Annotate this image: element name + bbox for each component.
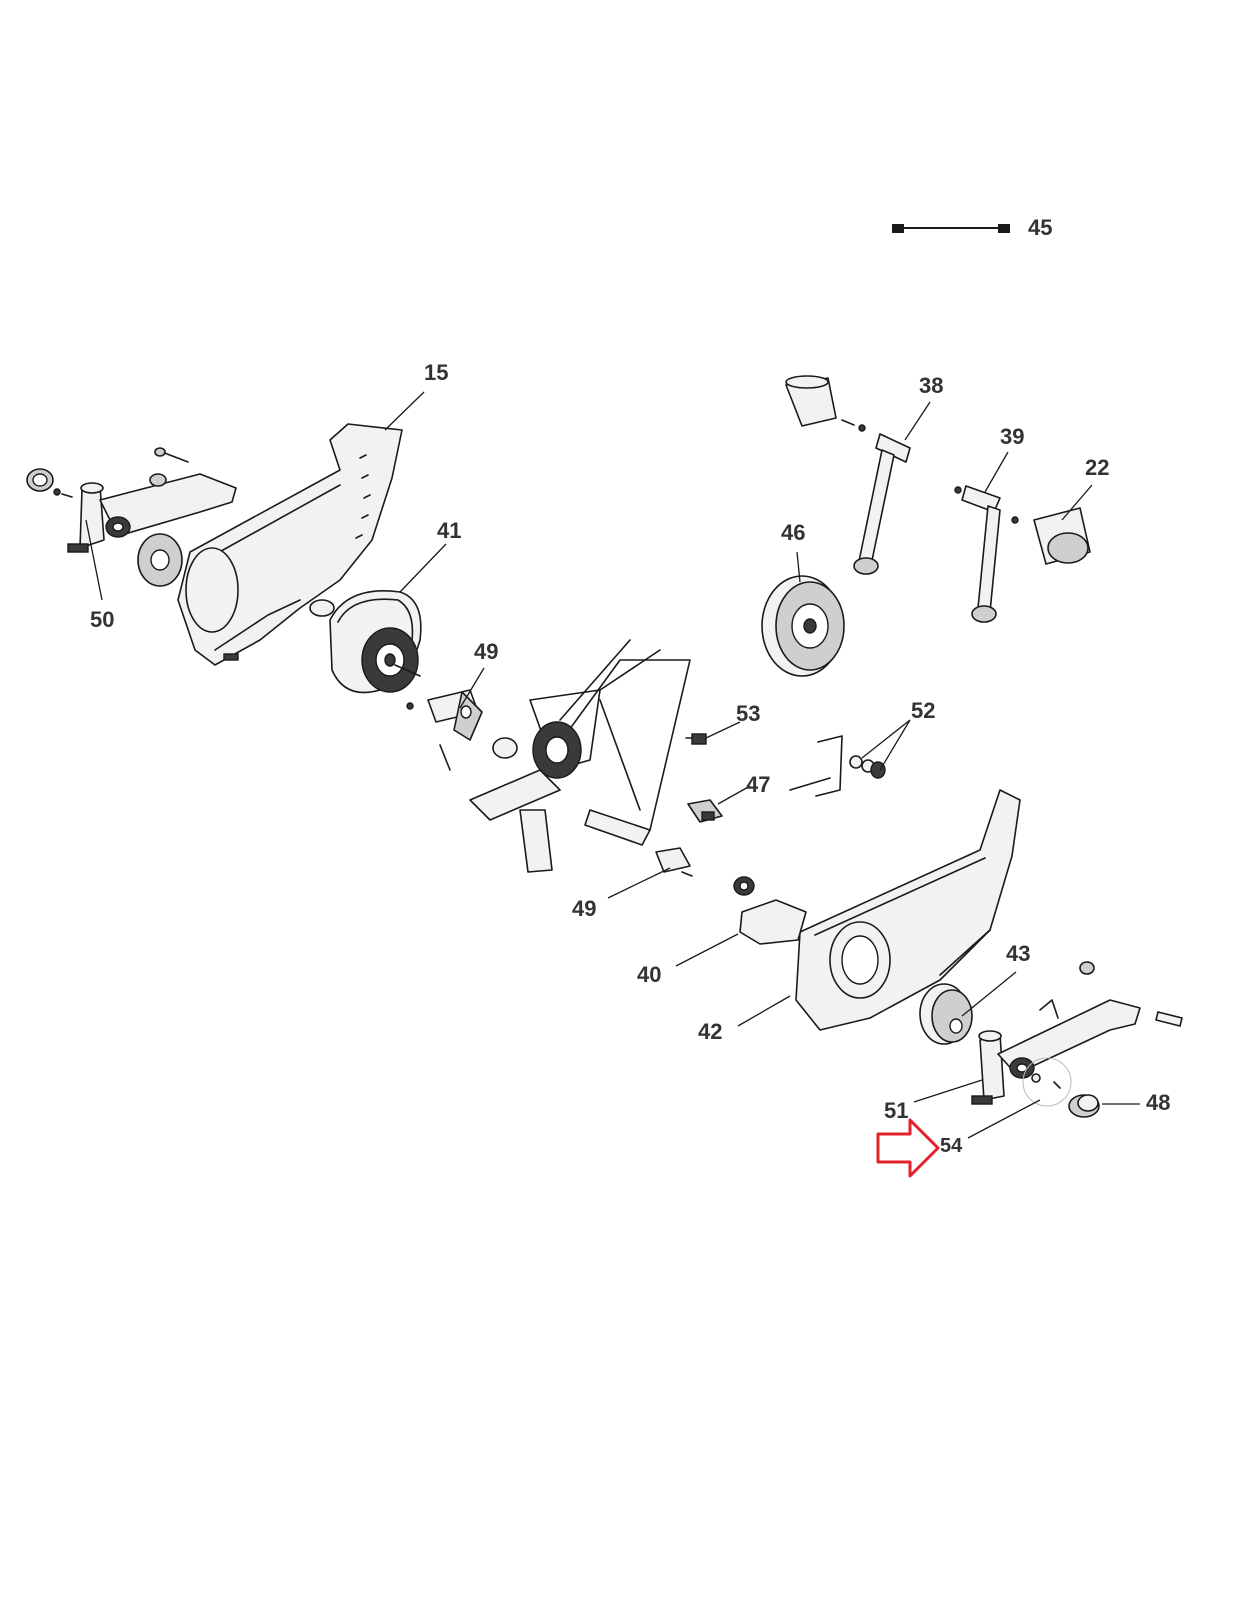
label-part-22: 22 — [1085, 455, 1110, 480]
label-part-39: 39 — [1000, 424, 1025, 449]
part-52-idler-bracket — [789, 735, 886, 797]
label-part-52: 52 — [911, 698, 936, 723]
part-46-flywheel — [761, 575, 845, 677]
label-part-49-lower: 49 — [572, 896, 597, 921]
label-part-51: 51 — [884, 1098, 909, 1123]
label-part-46: 46 — [781, 520, 806, 545]
part-53-small-bracket — [685, 733, 707, 745]
label-part-40: 40 — [637, 962, 662, 987]
label-part-41: 41 — [437, 518, 462, 543]
part-43-right-pulley — [919, 983, 973, 1045]
part-45-cable — [892, 224, 1010, 233]
part-47-sensor — [687, 799, 723, 823]
part-39-rocker-arm — [954, 485, 1019, 623]
part-48-end-cap — [1068, 1094, 1100, 1118]
part-49-axle-lower — [655, 847, 693, 877]
main-frame — [469, 639, 691, 873]
label-part-45: 45 — [1028, 215, 1053, 240]
part-54-detail — [1022, 1057, 1072, 1107]
part-49-axle-upper — [406, 689, 483, 771]
label-part-43: 43 — [1006, 941, 1031, 966]
part-41-belt-and-pulley — [329, 590, 422, 694]
label-part-42: 42 — [698, 1019, 723, 1044]
label-part-15: 15 — [424, 360, 449, 385]
part-50-left-pedal-arm — [26, 447, 237, 553]
highlight-arrow-icon — [876, 1118, 940, 1178]
label-part-54: 54 — [940, 1135, 963, 1157]
label-part-53: 53 — [736, 701, 761, 726]
part-40-mounting-plate — [733, 876, 807, 945]
leader-lines — [85, 391, 1140, 1139]
label-part-49-upper: 49 — [474, 639, 499, 664]
part-15-left-chain-cover — [137, 423, 403, 666]
label-part-48: 48 — [1146, 1090, 1171, 1115]
label-part-50: 50 — [90, 607, 115, 632]
part-22-end-cap — [1033, 507, 1091, 565]
label-part-47: 47 — [746, 772, 771, 797]
part-42-right-chain-cover — [795, 789, 1021, 1031]
part-51-right-pedal-arm — [971, 961, 1183, 1105]
part-38-rocker-arm — [785, 375, 911, 575]
label-part-38: 38 — [919, 373, 944, 398]
